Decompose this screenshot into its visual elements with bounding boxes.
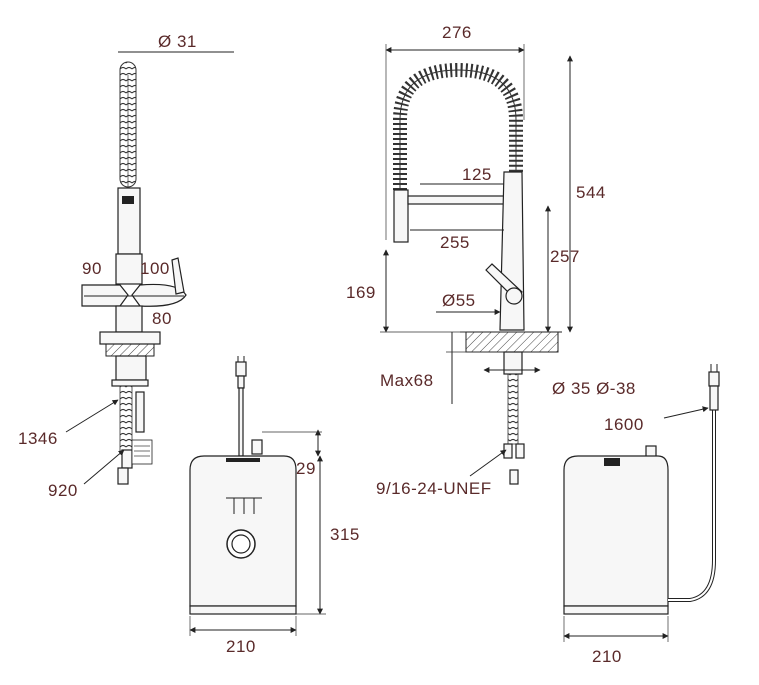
dim-cable-length: 920 <box>48 481 78 500</box>
dim-hole-diameter: Ø 35 Ø-38 <box>552 379 636 398</box>
base-plate <box>99 331 161 345</box>
dim-boiler-width-right: 210 <box>592 647 622 666</box>
spray-arm <box>407 195 505 205</box>
dim-max-thickness: Max68 <box>380 371 434 390</box>
power-cord <box>668 410 716 602</box>
dim-lever-height: 169 <box>346 283 376 302</box>
dim-cord-length: 1600 <box>604 415 644 434</box>
hose-label-tag <box>131 439 153 465</box>
faucet-body <box>115 253 143 285</box>
dim-front-right-width: 100 <box>140 259 170 278</box>
dim-front-left-width: 90 <box>82 259 102 278</box>
boiler-cord <box>238 387 244 457</box>
front-lever <box>171 257 185 295</box>
boiler-plug <box>235 361 247 377</box>
thread-leader <box>469 449 507 477</box>
dim-boiler-height: 315 <box>330 525 360 544</box>
arch-spring-coil <box>393 62 523 190</box>
dim-total-width: 276 <box>442 23 472 42</box>
brand-logo-icon <box>226 497 262 514</box>
dim-front-diameter: Ø 31 <box>158 32 197 51</box>
dim-spout-height: 257 <box>550 247 580 266</box>
boiler-front-view <box>189 356 326 636</box>
side-spray-head <box>393 189 409 243</box>
countertop <box>465 331 559 353</box>
dim-front-base: 80 <box>152 309 172 328</box>
cable-length-leader <box>83 449 125 485</box>
front-view-faucet <box>65 51 234 485</box>
right-arm <box>131 283 187 307</box>
side-view-faucet <box>380 44 573 485</box>
dim-base-diameter: Ø55 <box>442 291 476 310</box>
boiler-side-view <box>563 364 720 642</box>
dim-total-height: 544 <box>576 183 606 202</box>
dim-spout-reach: 255 <box>440 233 470 252</box>
boiler-side-body <box>563 455 669 607</box>
dim-thread: 9/16-24-UNEF <box>376 479 492 498</box>
dim-hose-length: 1346 <box>18 429 58 448</box>
cord-length-leader <box>663 406 709 419</box>
main-column <box>499 171 525 331</box>
dim-spray-reach: 125 <box>462 165 492 184</box>
side-plug <box>708 371 720 387</box>
hose-coil <box>119 385 133 455</box>
hose-length-leader <box>65 399 119 433</box>
dim-boiler-width-left: 210 <box>226 637 256 656</box>
dim-boiler-top-offset: 29 <box>296 459 316 478</box>
